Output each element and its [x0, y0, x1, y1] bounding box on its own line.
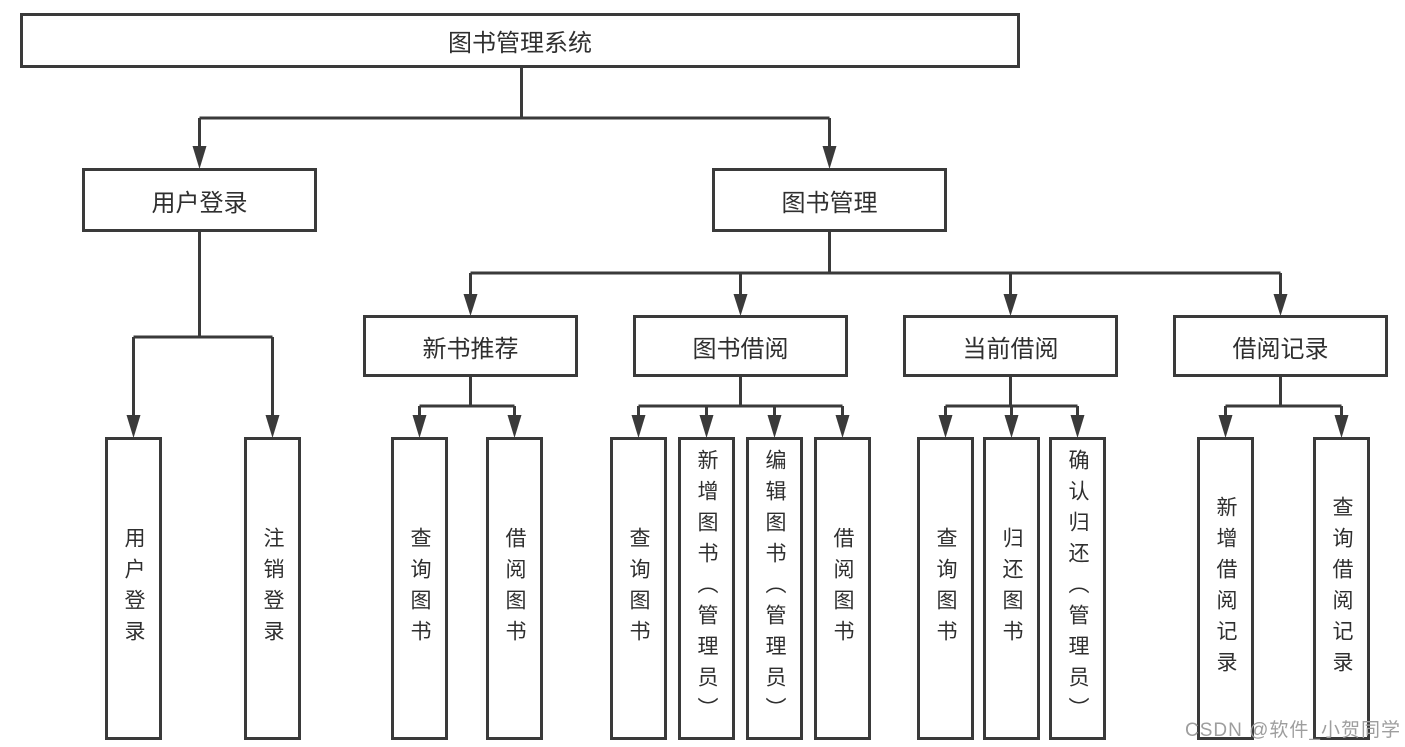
leaf-label: 查询借阅记录 [1330, 495, 1353, 682]
leaf-return-books: 归还图书 [983, 437, 1040, 740]
connector-line [944, 377, 1079, 417]
node-borrow-records: 借阅记录 [1173, 315, 1388, 377]
arrow-down [1218, 415, 1233, 438]
arrow-down [938, 415, 953, 438]
node-label: 借阅记录 [1232, 335, 1329, 363]
connector-user-login-children [126, 232, 280, 438]
arrow-down [631, 415, 646, 438]
leaf-add-books-admin: 新增图书（管理员） [678, 437, 735, 740]
arrow-down [412, 415, 427, 438]
arrow-down [507, 415, 522, 438]
arrow-down [733, 294, 748, 316]
node-label: 图书管理系统 [448, 30, 592, 57]
leaf-label: 用户登录 [122, 526, 145, 651]
leaf-add-borrow-record: 新增借阅记录 [1197, 437, 1254, 740]
connector-borrow-records-children [1218, 377, 1349, 438]
arrow-down [1273, 294, 1288, 316]
leaf-query-books-current: 查询图书 [917, 437, 974, 740]
arrow-down [1070, 415, 1085, 438]
arrow-down [1004, 415, 1019, 438]
node-label: 新书推荐 [422, 335, 519, 363]
arrow-down [463, 294, 478, 316]
connector-new-book-recommend-children [412, 377, 522, 438]
arrow-down [767, 415, 782, 438]
arrow-down [835, 415, 850, 438]
connector-line [469, 232, 1282, 296]
leaf-borrow-books-recommend: 借阅图书 [486, 437, 543, 740]
node-label: 用户登录 [151, 189, 248, 217]
node-root-system: 图书管理系统 [20, 13, 1020, 68]
connector-line [1224, 377, 1343, 417]
node-label: 图书借阅 [692, 335, 789, 363]
leaf-borrow-books-borrow: 借阅图书 [814, 437, 871, 740]
connector-line [418, 377, 516, 417]
connector-line [198, 68, 831, 148]
node-new-book-recommend: 新书推荐 [363, 315, 578, 377]
node-user-login: 用户登录 [82, 168, 317, 232]
connector-book-borrow-children [631, 377, 850, 438]
node-book-borrow: 图书借阅 [633, 315, 848, 377]
node-current-borrow: 当前借阅 [903, 315, 1118, 377]
leaf-label: 查询图书 [627, 526, 650, 651]
connector-current-borrow-children [938, 377, 1085, 438]
leaf-label: 注销登录 [261, 526, 284, 651]
leaf-label: 新增借阅记录 [1214, 495, 1237, 682]
leaf-label: 查询图书 [408, 526, 431, 651]
leaf-label: 新增图书（管理员） [695, 449, 718, 728]
leaf-label: 借阅图书 [503, 526, 526, 651]
leaf-label: 确认归还（管理员） [1066, 449, 1089, 728]
leaf-label: 归还图书 [1000, 526, 1023, 651]
connector-root-to-level2 [192, 68, 837, 169]
leaf-label: 借阅图书 [831, 526, 854, 651]
leaf-label: 查询图书 [934, 526, 957, 651]
node-label: 图书管理 [781, 189, 878, 217]
leaf-query-books-recommend: 查询图书 [391, 437, 448, 740]
leaf-query-books-borrow: 查询图书 [610, 437, 667, 740]
connector-line [132, 232, 274, 417]
arrow-down [1334, 415, 1349, 438]
leaf-user-login: 用户登录 [105, 437, 162, 740]
arrow-down [265, 415, 280, 438]
leaf-logout-login: 注销登录 [244, 437, 301, 740]
arrow-down [1003, 294, 1018, 316]
csdn-watermark: CSDN @软件_小贺同学 [1185, 720, 1401, 741]
connector-line [637, 377, 844, 417]
leaf-label: 编辑图书（管理员） [763, 449, 786, 728]
arrow-down [699, 415, 714, 438]
arrow-down [822, 146, 837, 169]
arrow-down [126, 415, 141, 438]
arrow-down [192, 146, 207, 169]
leaf-edit-books-admin: 编辑图书（管理员） [746, 437, 803, 740]
node-label: 当前借阅 [962, 335, 1059, 363]
node-book-management: 图书管理 [712, 168, 947, 232]
leaf-query-borrow-record: 查询借阅记录 [1313, 437, 1370, 740]
connector-book-management-to-level3 [463, 232, 1288, 316]
leaf-confirm-return-admin: 确认归还（管理员） [1049, 437, 1106, 740]
